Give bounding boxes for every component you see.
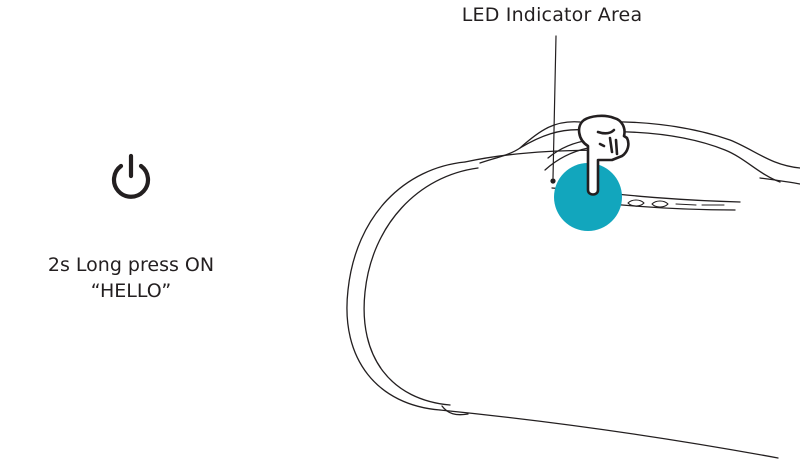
power-icon (111, 153, 151, 199)
speaker-handle (479, 120, 800, 211)
led-indicator-label: LED Indicator Area (461, 4, 643, 26)
led-indicator-dot (550, 178, 556, 184)
pointing-hand-icon (577, 114, 630, 196)
instruction-line-2: “HELLO” (90, 280, 172, 302)
speaker-body (346, 149, 800, 459)
callout-leader-line (552, 35, 557, 179)
instruction-line-1: 2s Long press ON (47, 254, 215, 276)
instruction-caption: 2s Long press ON “HELLO” (0, 252, 262, 304)
touch-highlight (554, 163, 622, 231)
